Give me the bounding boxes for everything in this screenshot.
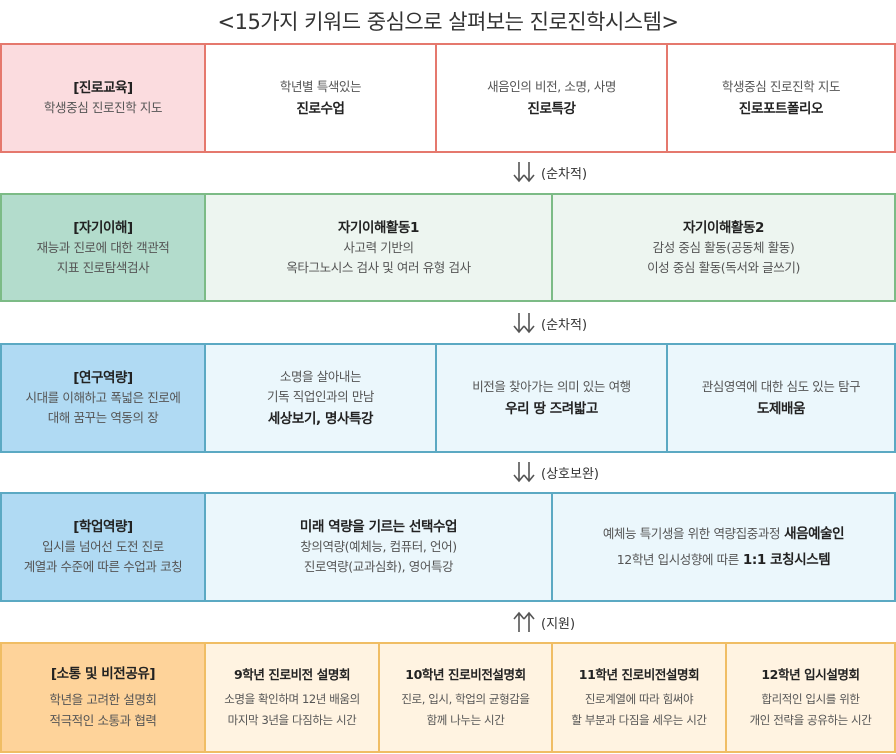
keyword-sub: 새음인의 비전, 소명, 사명: [487, 79, 616, 94]
row-desc: 학년을 고려한 설명회: [49, 692, 157, 707]
row-label: [학업역량]: [73, 519, 133, 535]
row-label-cell: [연구역량] 시대를 이해하고 폭넓은 진로에 대해 꿈꾸는 역동의 장: [2, 345, 204, 451]
keyword-cell: 비전을 찾아가는 의미 있는 여행 우리 땅 즈려밟고: [435, 345, 666, 451]
keyword-cell: 학생중심 진로진학 지도 진로포트폴리오: [666, 45, 894, 151]
keyword-title: 자기이해활동1: [337, 219, 420, 236]
row-label-cell: [소통 및 비전공유] 학년을 고려한 설명회 적극적인 소통과 협력: [2, 644, 204, 751]
double-up-arrow-icon: [513, 611, 535, 632]
connector-support: (지원): [512, 610, 575, 634]
connector-label: (지원): [541, 616, 576, 632]
keyword-sub: 학년별 특색있는: [279, 79, 362, 94]
keyword-sub: 합리적인 입시를 위한: [761, 692, 860, 706]
connector-complementary: (상호보완): [512, 460, 599, 484]
double-down-arrow-icon: [513, 462, 535, 483]
row-label: [자기이해]: [73, 219, 133, 236]
row-career-education: [진로교육] 학생중심 진로진학 지도 학년별 특색있는 진로수업 새음인의 비…: [0, 43, 896, 153]
keyword-sub: 창의역량(예체능, 컴퓨터, 언어): [300, 539, 457, 554]
double-down-arrow-icon: [513, 313, 535, 334]
row-label: [소통 및 비전공유]: [50, 666, 156, 682]
keyword-title: 우리 땅 즈려밟고: [505, 401, 598, 417]
row-desc: 지표 진로탐색검사: [56, 259, 150, 275]
keyword-cell: 11학년 진로비전설명회 진로계열에 따라 힘써야 할 부분과 다짐을 세우는 …: [551, 644, 725, 751]
connector-sequential: (순차적): [512, 311, 587, 335]
keyword-sub: 진로, 입시, 학업의 균형감을: [401, 692, 530, 706]
keyword-cell: 소명을 살아내는 기독 직업인과의 만남 세상보기, 명사특강: [204, 345, 435, 451]
row-label-cell: [학업역량] 입시를 넘어선 도전 진로 계열과 수준에 따른 수업과 코칭: [2, 494, 204, 600]
keyword-title: 진로수업: [296, 101, 345, 117]
row-label-cell: [자기이해] 재능과 진로에 대한 객관적 지표 진로탐색검사: [2, 195, 204, 300]
keyword-sub: 감성 중심 활동(공동체 활동): [652, 239, 795, 255]
keyword-sub: 학생중심 진로진학 지도: [721, 79, 841, 94]
page-title: <15가지 키워드 중심으로 살펴보는 진로진학시스템>: [217, 10, 679, 34]
row-academic-competency: [학업역량] 입시를 넘어선 도전 진로 계열과 수준에 따른 수업과 코칭 미…: [0, 492, 896, 602]
row-label: [연구역량]: [73, 370, 133, 386]
keyword-line-bold: 1:1 코칭시스템: [742, 552, 831, 568]
keyword-title: 진로특강: [527, 101, 576, 117]
double-down-arrow-icon: [513, 162, 535, 183]
row-label: [진로교육]: [73, 80, 133, 96]
keyword-sub: 옥타그노시스 검사 및 여러 유형 검사: [286, 259, 471, 275]
keyword-line-bold: 새음예술인: [784, 526, 845, 542]
connector-label: (순차적): [541, 317, 588, 333]
keyword-cell: 새음인의 비전, 소명, 사명 진로특강: [435, 45, 666, 151]
keyword-title: 도제배움: [756, 401, 806, 417]
keyword-cell: 10학년 진로비전설명회 진로, 입시, 학업의 균형감을 함께 나누는 시간: [378, 644, 551, 751]
row-label-cell: [진로교육] 학생중심 진로진학 지도: [2, 45, 204, 151]
keyword-sub: 이성 중심 활동(독서와 글쓰기): [647, 259, 800, 275]
keyword-sub: 소명을 살아내는: [279, 369, 362, 384]
row-desc: 시대를 이해하고 폭넓은 진로에: [25, 390, 181, 405]
keyword-sub: 함께 나누는 시간: [426, 713, 505, 727]
keyword-sub: 마지막 3년을 다짐하는 시간: [227, 713, 357, 727]
keyword-cell: 미래 역량을 기르는 선택수업 창의역량(예체능, 컴퓨터, 언어) 진로역량(…: [204, 494, 551, 600]
keyword-sub: 사고력 기반의: [343, 239, 414, 255]
keyword-title: 12학년 입시설명회: [761, 667, 860, 682]
keyword-cell: 9학년 진로비전 설명회 소명을 확인하며 12년 배움의 마지막 3년을 다짐…: [204, 644, 378, 751]
keyword-title: 자기이해활동2: [682, 219, 765, 236]
row-communication-vision: [소통 및 비전공유] 학년을 고려한 설명회 적극적인 소통과 협력 9학년 …: [0, 642, 896, 753]
keyword-sub: 소명을 확인하며 12년 배움의: [224, 692, 360, 706]
keyword-cell: 관심영역에 대한 심도 있는 탐구 도제배움: [666, 345, 894, 451]
connector-label: (순차적): [541, 166, 588, 182]
keyword-title: 진로포트폴리오: [738, 101, 824, 117]
connector-label: (상호보완): [541, 466, 599, 482]
row-desc: 학생중심 진로진학 지도: [43, 100, 163, 115]
keyword-sub: 비전을 찾아가는 의미 있는 여행: [472, 379, 631, 394]
keyword-sub: 관심영역에 대한 심도 있는 탐구: [701, 379, 861, 394]
keyword-sub: 진로역량(교과심화), 영어특강: [303, 559, 454, 574]
row-desc: 대해 꿈꾸는 역동의 장: [47, 410, 159, 425]
keyword-cell: 학년별 특색있는 진로수업: [204, 45, 435, 151]
keyword-title: 세상보기, 명사특강: [267, 411, 374, 427]
row-desc: 재능과 진로에 대한 객관적: [36, 239, 170, 255]
keyword-title: 11학년 진로비전설명회: [578, 667, 700, 682]
row-desc: 계열과 수준에 따른 수업과 코칭: [23, 559, 183, 574]
row-desc: 입시를 넘어선 도전 진로: [42, 539, 164, 554]
keyword-sub: 진로계열에 따라 힘써야: [584, 692, 694, 706]
keyword-cell: 자기이해활동2 감성 중심 활동(공동체 활동) 이성 중심 활동(독서와 글쓰…: [551, 195, 894, 300]
keyword-cell: 12학년 입시설명회 합리적인 입시를 위한 개인 전략을 공유하는 시간: [725, 644, 894, 751]
keyword-sub: 할 부분과 다짐을 세우는 시간: [571, 713, 707, 727]
row-research-competency: [연구역량] 시대를 이해하고 폭넓은 진로에 대해 꿈꾸는 역동의 장 소명을…: [0, 343, 896, 453]
keyword-title: 미래 역량을 기르는 선택수업: [299, 519, 458, 535]
keyword-title: 10학년 진로비전설명회: [405, 667, 526, 682]
row-desc: 적극적인 소통과 협력: [49, 713, 157, 728]
keyword-sub: 기독 직업인과의 만남: [266, 389, 375, 404]
row-self-understanding: [자기이해] 재능과 진로에 대한 객관적 지표 진로탐색검사 자기이해활동1 …: [0, 193, 896, 302]
connector-sequential: (순차적): [512, 160, 587, 184]
keyword-sub: 개인 전략을 공유하는 시간: [749, 713, 872, 727]
keyword-line-text: 12학년 입시성향에 따른: [616, 552, 740, 567]
keyword-line-text: 예체능 특기생을 위한 역량집중과정: [602, 526, 781, 541]
keyword-title: 9학년 진로비전 설명회: [233, 667, 351, 682]
keyword-cell: 자기이해활동1 사고력 기반의 옥타그노시스 검사 및 여러 유형 검사: [204, 195, 551, 300]
